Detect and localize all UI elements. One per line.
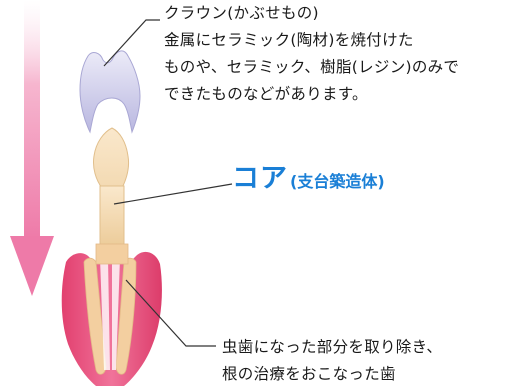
core-leader-line: [113, 183, 233, 205]
tooth-root: [61, 243, 162, 386]
crown-line-3: できたものなどがあります。: [164, 85, 368, 103]
crown-leader-line: [103, 19, 160, 67]
tooth-line-2: 根の治療をおこなった歯: [222, 365, 396, 383]
core-label: コア(支台築造体): [232, 156, 385, 195]
tooth-line-1: 虫歯になった部分を取り除き、: [222, 338, 443, 356]
core-subtitle: (支台築造体): [290, 172, 385, 191]
crown-title: クラウン(かぶせもの): [164, 4, 319, 22]
tooth-leader-line: [125, 279, 216, 347]
crown-line-1: 金属にセラミック(陶材)を焼付けた: [164, 31, 414, 49]
crown-shape: [79, 50, 141, 134]
core-shape: [93, 127, 129, 249]
insertion-arrow: [10, 0, 54, 296]
core-title: コア: [232, 163, 288, 194]
tooth-description: 虫歯になった部分を取り除き、 根の治療をおこなった歯: [222, 334, 442, 388]
crown-line-2: ものや、セラミック、樹脂(レジン)のみで: [164, 58, 460, 76]
crown-description: クラウン(かぶせもの) 金属にセラミック(陶材)を焼付けた ものや、セラミック、…: [164, 0, 459, 108]
